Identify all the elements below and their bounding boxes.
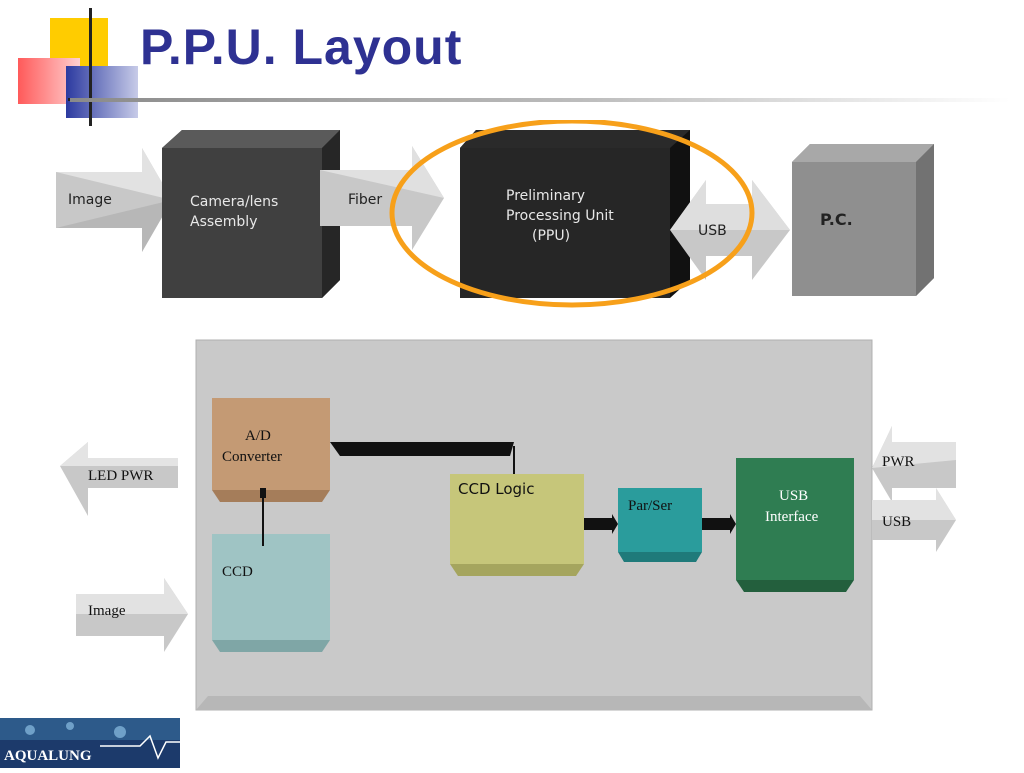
bottom-diagram: LED PWR Image A/D Converter CCD CCD Logi… xyxy=(60,339,956,711)
bottom-image-label: Image xyxy=(88,603,126,619)
ppu-highlight-ellipse xyxy=(389,120,755,308)
logic-parser-arrow xyxy=(584,514,618,534)
top-usb-label: USB xyxy=(698,223,727,239)
camera-label-line1: Camera/lens xyxy=(190,194,278,210)
bottom-usb-arrow xyxy=(872,488,956,552)
led-pwr-arrow xyxy=(60,442,178,516)
connector-tip xyxy=(260,488,266,498)
usb-interface-block xyxy=(736,458,854,592)
top-image-label: Image xyxy=(68,192,112,208)
title-divider xyxy=(70,98,1010,102)
page-title: P.P.U. Layout xyxy=(140,19,463,75)
parser-usb-arrow xyxy=(702,514,736,534)
ad-label-line1: A/D xyxy=(245,428,271,444)
ad-logic-bus xyxy=(330,442,514,456)
logo-text: AQUALUNG xyxy=(4,748,92,764)
ppu-label-line1: Preliminary xyxy=(506,188,585,204)
led-pwr-label: LED PWR xyxy=(88,468,153,484)
pc-label: P.C. xyxy=(820,210,853,229)
corner-decoration xyxy=(0,0,140,130)
pwr-arrow xyxy=(872,426,956,502)
usb-double-arrow xyxy=(670,180,790,280)
parser-block xyxy=(618,488,702,562)
ppu-label-line3: (PPU) xyxy=(532,228,570,244)
vertical-line xyxy=(89,8,92,126)
blue-square xyxy=(66,66,138,118)
image-input-arrow xyxy=(56,148,172,252)
ad-converter-block xyxy=(212,398,330,502)
bottom-usb-label: USB xyxy=(882,514,911,530)
ppu-block xyxy=(460,130,690,298)
ccd-label: CCD xyxy=(222,564,253,580)
ccd-block xyxy=(212,534,330,652)
usb-interface-line1: USB xyxy=(779,488,808,504)
aqualung-logo: AQUALUNG xyxy=(0,718,180,768)
camera-label-line2: Assembly xyxy=(190,214,257,230)
usb-interface-line2: Interface xyxy=(765,509,819,525)
ccd-logic-label: CCD Logic xyxy=(458,480,534,498)
fiber-label: Fiber xyxy=(348,192,382,208)
bottom-image-arrow xyxy=(76,578,188,652)
parser-label: Par/Ser xyxy=(628,498,672,514)
ad-label-line2: Converter xyxy=(222,449,282,465)
ccd-logic-block xyxy=(450,474,584,576)
logo-graphic: AQUALUNG xyxy=(0,718,180,768)
ppu-label-line2: Processing Unit xyxy=(506,208,614,224)
pwr-label: PWR xyxy=(882,454,915,470)
pc-block xyxy=(792,144,934,296)
top-diagram: Image Camera/lens Assembly Fiber Prelimi… xyxy=(56,120,934,308)
